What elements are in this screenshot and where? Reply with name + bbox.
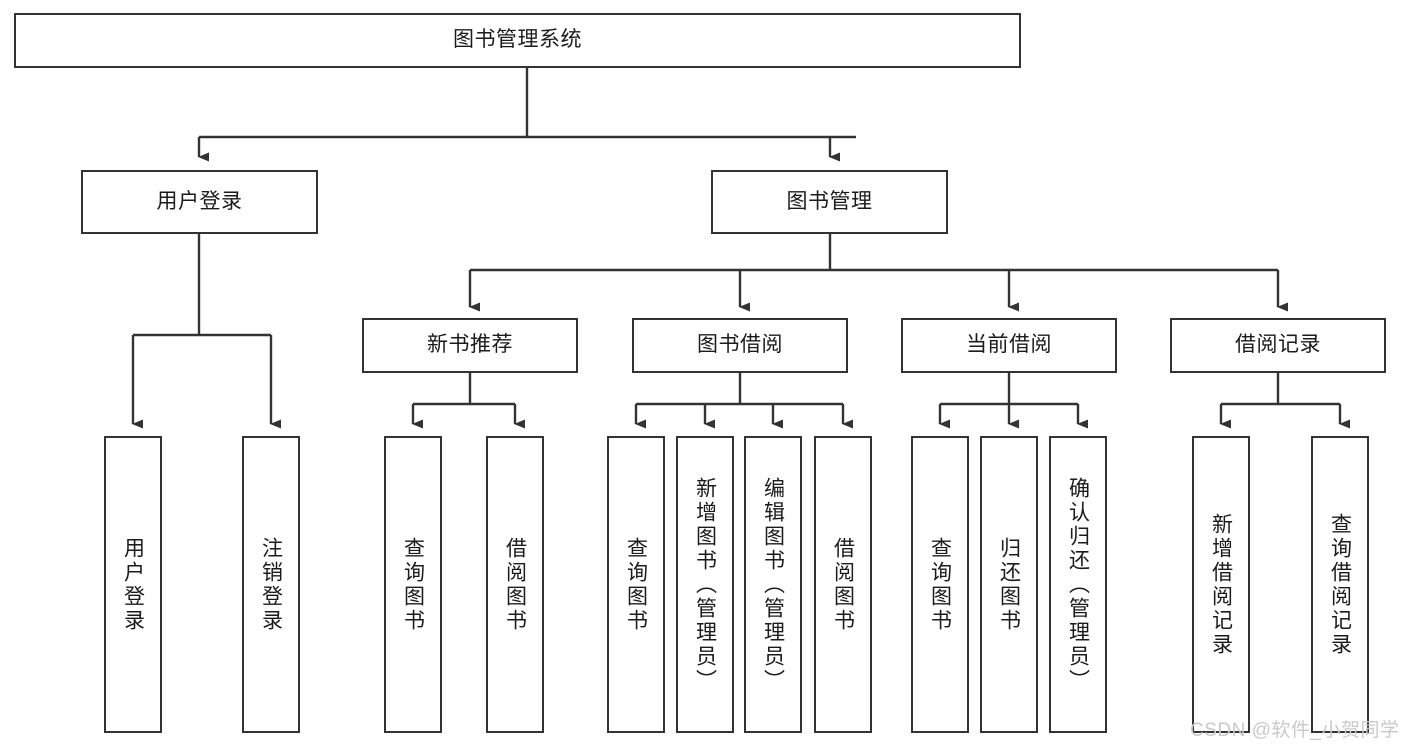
node-book-borrow-label: 图书借阅	[697, 333, 783, 357]
leaf-label: 查询图书	[624, 536, 648, 633]
node-user-login[interactable]: 用户登录	[81, 170, 318, 234]
csdn-watermark: CSDN @软件_小贺同学	[1190, 720, 1400, 741]
leaf-borrow-query-book[interactable]: 查询图书	[607, 436, 665, 733]
leaf-label: 新增借阅记录	[1209, 512, 1233, 657]
leaf-label: 确认归还（管理员）	[1066, 476, 1090, 693]
node-user-login-label: 用户登录	[156, 189, 243, 213]
leaf-label: 借阅图书	[503, 536, 527, 633]
node-borrow-record-label: 借阅记录	[1235, 333, 1321, 357]
node-current-borrow[interactable]: 当前借阅	[901, 318, 1117, 373]
node-book-management[interactable]: 图书管理	[711, 170, 948, 234]
leaf-user-login-login[interactable]: 用户登录	[104, 436, 162, 733]
leaf-new-book-borrow[interactable]: 借阅图书	[486, 436, 544, 733]
leaf-current-return-book[interactable]: 归还图书	[980, 436, 1038, 733]
node-root[interactable]: 图书管理系统	[14, 13, 1021, 68]
node-new-book-recommend[interactable]: 新书推荐	[362, 318, 578, 373]
leaf-label: 编辑图书（管理员）	[761, 476, 785, 693]
node-book-borrow[interactable]: 图书借阅	[632, 318, 848, 373]
node-borrow-record[interactable]: 借阅记录	[1170, 318, 1386, 373]
node-root-label: 图书管理系统	[453, 28, 582, 52]
leaf-label: 借阅图书	[831, 536, 855, 633]
leaf-borrow-borrow-book[interactable]: 借阅图书	[814, 436, 872, 733]
leaf-label: 查询图书	[928, 536, 952, 633]
leaf-borrow-add-book-admin[interactable]: 新增图书（管理员）	[676, 436, 734, 733]
leaf-current-query-book[interactable]: 查询图书	[911, 436, 969, 733]
leaf-label: 新增图书（管理员）	[693, 476, 717, 693]
leaf-label: 查询图书	[401, 536, 425, 633]
leaf-label: 查询借阅记录	[1328, 512, 1352, 657]
node-new-book-recommend-label: 新书推荐	[427, 333, 513, 357]
leaf-record-query-record[interactable]: 查询借阅记录	[1311, 436, 1369, 733]
node-book-management-label: 图书管理	[786, 189, 873, 213]
leaf-label: 注销登录	[259, 536, 283, 633]
leaf-new-book-query[interactable]: 查询图书	[384, 436, 442, 733]
leaf-label: 用户登录	[121, 536, 145, 633]
leaf-borrow-edit-book-admin[interactable]: 编辑图书（管理员）	[744, 436, 802, 733]
leaf-record-add-record[interactable]: 新增借阅记录	[1192, 436, 1250, 733]
leaf-current-confirm-return-admin[interactable]: 确认归还（管理员）	[1049, 436, 1107, 733]
leaf-label: 归还图书	[997, 536, 1021, 633]
node-current-borrow-label: 当前借阅	[966, 333, 1052, 357]
leaf-user-login-logout[interactable]: 注销登录	[242, 436, 300, 733]
